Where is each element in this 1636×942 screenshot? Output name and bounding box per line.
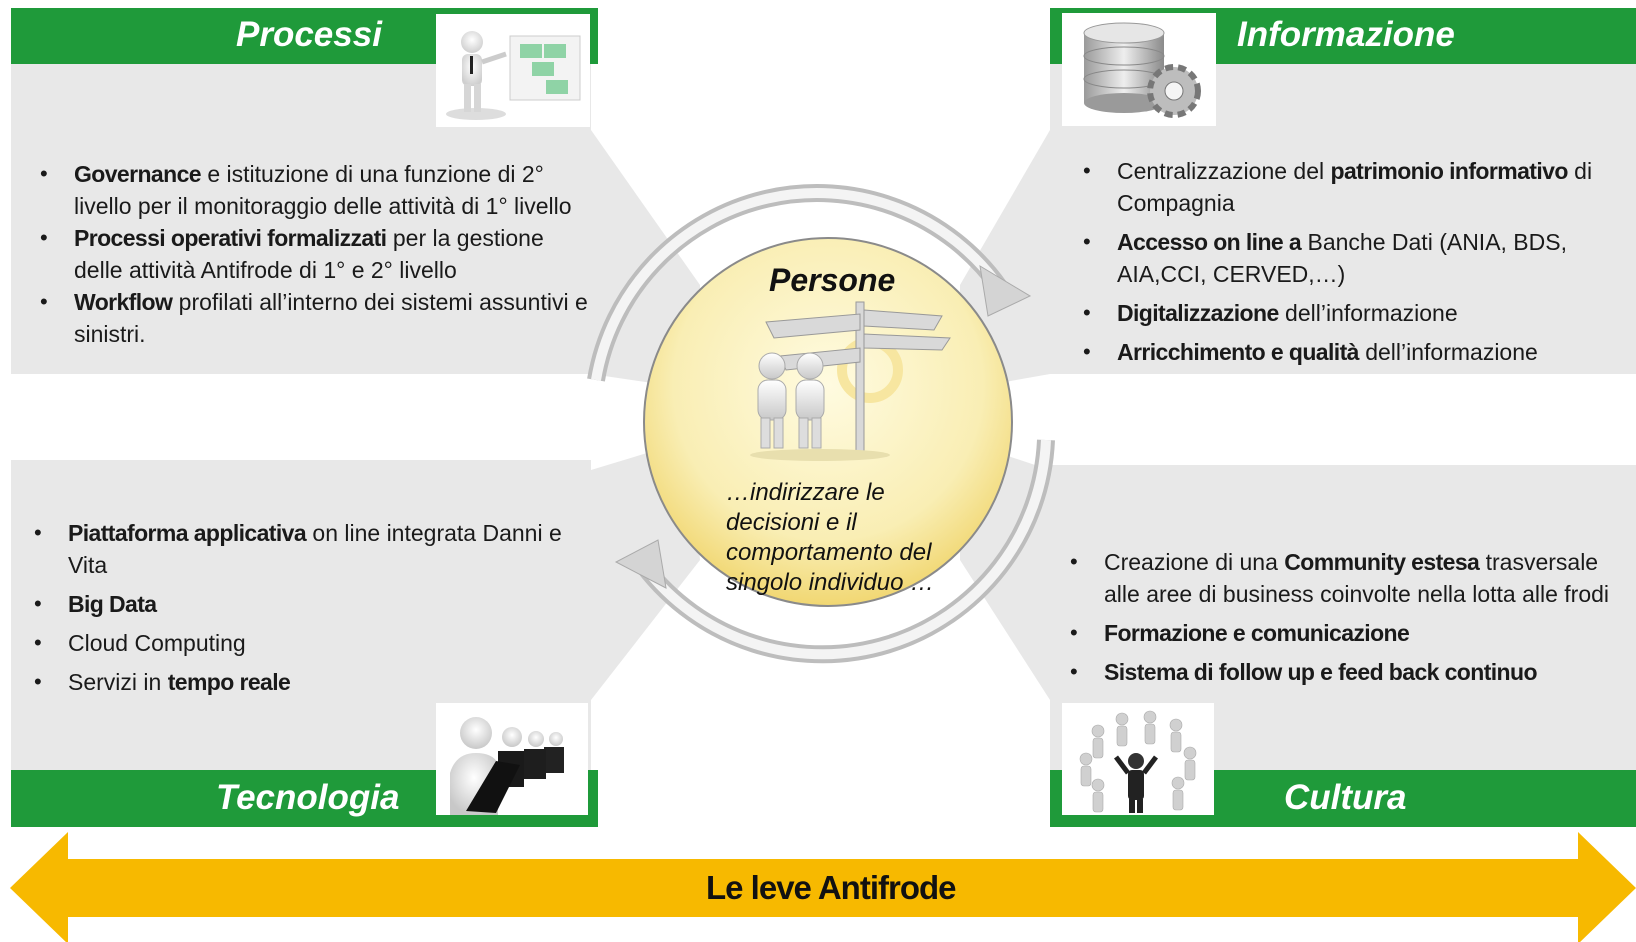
signpost-people-icon [750,301,951,461]
list-item: Sistema di follow up e feed back continu… [1058,656,1628,688]
persone-quote: …indirizzare le decisioni e il comportam… [726,479,935,596]
list-item: Workflow profilati all’interno dei siste… [28,286,588,350]
list-item: Digitalizzazione dell’informazione [1071,297,1596,329]
double-arrow [10,832,1636,942]
tecnologia-title: Tecnologia [216,778,400,817]
list-item: Servizi in tempo reale [22,666,582,698]
list-item: Centralizzazione del patrimonio informat… [1071,155,1596,219]
list-item: Piattaforma applicativa on line integrat… [22,517,582,581]
tecnologia-list: Piattaforma applicativa on line integrat… [22,517,582,705]
processi-title: Processi [236,15,382,54]
list-item: Accesso on line a Banche Dati (ANIA, BDS… [1071,226,1596,290]
list-item: Governance e istituzione di una funzione… [28,158,588,222]
cultura-list: Creazione di una Community estesa trasve… [1058,546,1628,695]
list-item: Big Data [22,588,582,620]
list-item: Cloud Computing [22,627,582,659]
list-item: Formazione e comunicazione [1058,617,1628,649]
informazione-list: Centralizzazione del patrimonio informat… [1071,155,1596,375]
persone-circle [587,184,1055,664]
database-gear-icon [1062,13,1216,126]
processi-list: Governance e istituzione di una funzione… [28,158,588,357]
persone-title: Persone [769,262,896,298]
list-item: Creazione di una Community estesa trasve… [1058,546,1628,610]
informazione-title: Informazione [1237,15,1455,54]
cultura-title: Cultura [1284,778,1407,817]
presenter-chart-icon [436,14,590,127]
footer-label: Le leve Antifrode [706,869,956,906]
list-item: Processi operativi formalizzati per la g… [28,222,588,286]
laptop-users-icon [436,703,588,815]
list-item: Arricchimento e qualità dell’informazion… [1071,336,1596,368]
people-circle-icon [1062,703,1214,815]
